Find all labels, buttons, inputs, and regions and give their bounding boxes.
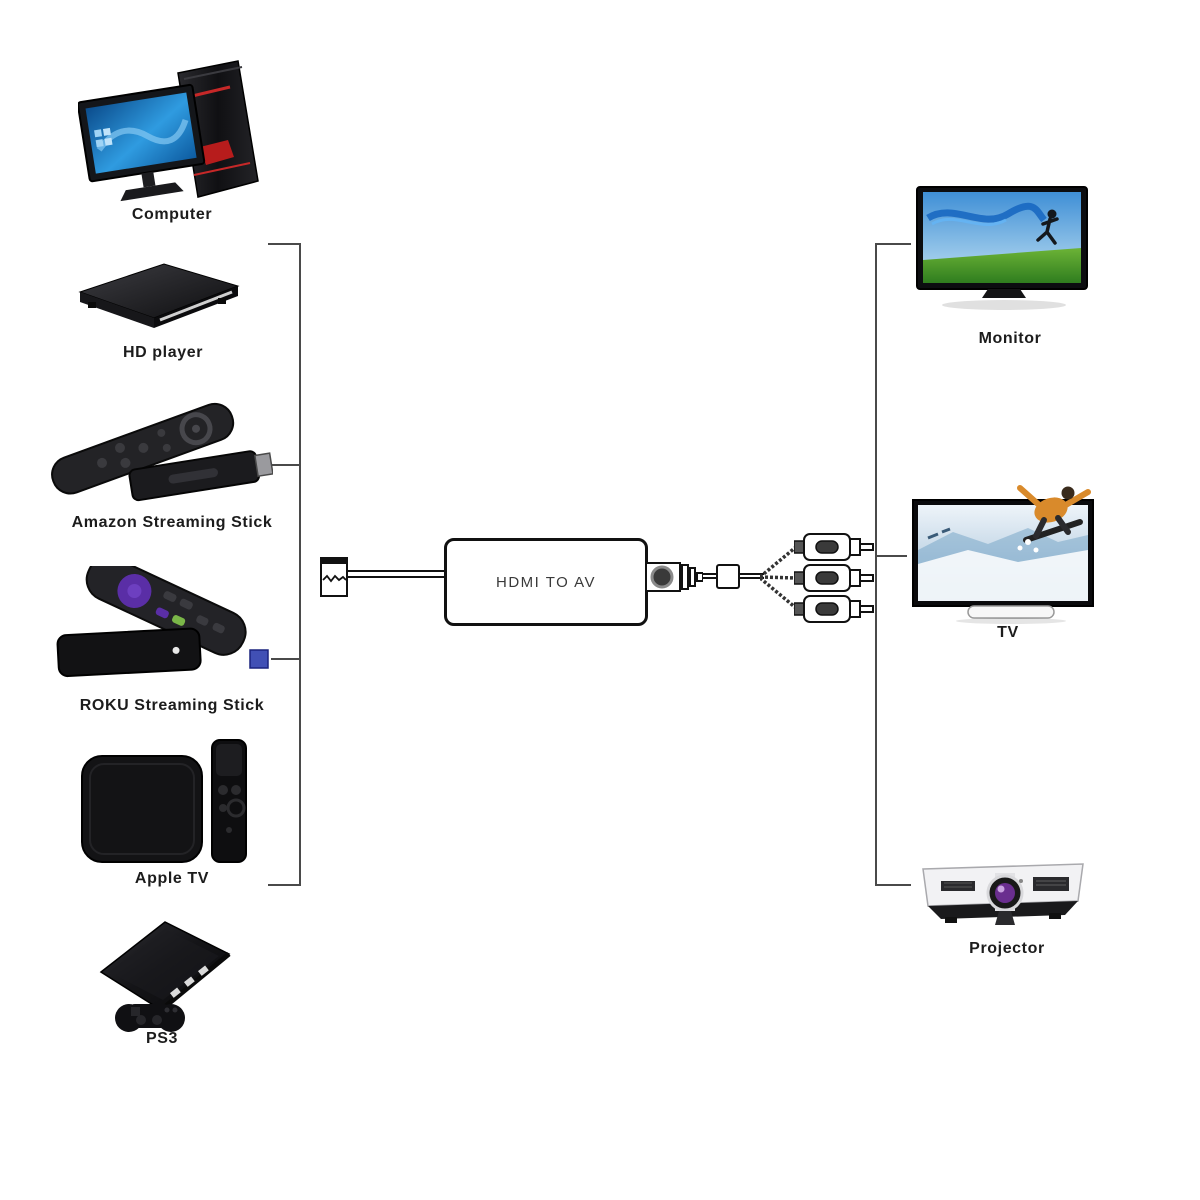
- ps3-label: PS3: [145, 1030, 179, 1047]
- av-cable-left: [703, 573, 719, 579]
- monitor-connector-line: [877, 243, 911, 245]
- tv-label: TV: [997, 624, 1019, 641]
- rca-plug-red-icon: [794, 595, 874, 623]
- left-bracket-bottom-stub: [268, 884, 299, 886]
- hd-player-icon: [78, 263, 240, 328]
- amazon-streaming-stick-label: Amazon Streaming Stick: [71, 514, 273, 531]
- monitor-label: Monitor: [978, 330, 1042, 347]
- tv-icon: [912, 485, 1094, 624]
- rca-plug-yellow-icon: [794, 533, 874, 561]
- hdmi-to-av-converter-box: HDMI TO AV: [444, 538, 648, 626]
- rca-splitter-cables: [760, 545, 798, 610]
- roku-streaming-stick-icon: [56, 566, 269, 678]
- amazon-streaming-stick-icon: [51, 402, 273, 502]
- roku-stick-connector-line: [271, 658, 299, 660]
- roku-streaming-stick-label: ROKU Streaming Stick: [79, 697, 265, 714]
- hdmi-plug-icon: [320, 557, 348, 597]
- ferrite-bead: [716, 564, 740, 589]
- monitor-icon: [916, 186, 1088, 310]
- computer-label: Computer: [131, 206, 213, 223]
- projector-connector-line: [877, 884, 911, 886]
- amazon-stick-connector-line: [271, 464, 299, 466]
- ps3-icon: [99, 921, 231, 1032]
- converter-label: HDMI TO AV: [495, 573, 597, 591]
- hdmi-cable: [348, 570, 444, 578]
- apple-tv-label: Apple TV: [134, 870, 210, 887]
- projector-label: Projector: [969, 940, 1045, 957]
- rca-plug-white-icon: [794, 564, 874, 592]
- av-cable-right: [740, 573, 764, 579]
- av-output-plug-icon: [645, 562, 703, 592]
- right-bracket-line: [875, 243, 877, 886]
- projector-icon: [922, 863, 1084, 925]
- computer-icon: [78, 60, 259, 202]
- hdmi-plug-cap: [322, 559, 346, 564]
- hd-player-label: HD player: [122, 344, 204, 361]
- snowboarder-figure: [1017, 485, 1091, 553]
- hdmi-plug-detail: [322, 574, 346, 583]
- left-bracket-top-stub: [268, 243, 299, 245]
- apple-tv-icon: [81, 739, 247, 863]
- tv-connector-line: [877, 555, 907, 557]
- left-bracket-line: [299, 243, 301, 886]
